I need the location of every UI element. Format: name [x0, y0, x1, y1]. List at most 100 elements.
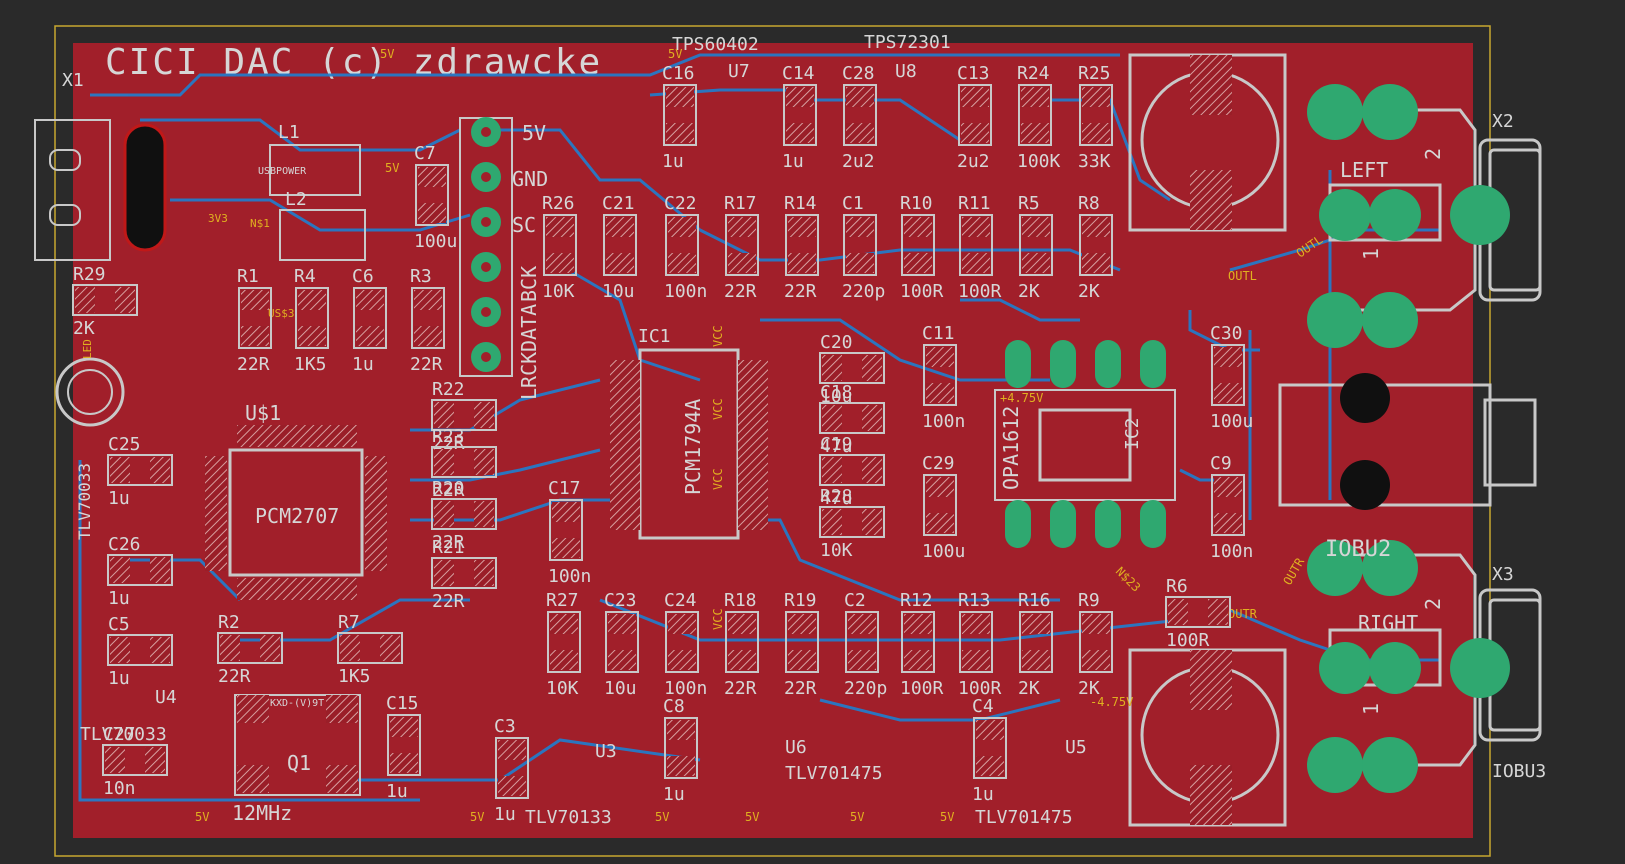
header-label-data: DATA [517, 304, 541, 352]
value-label: 220p [842, 281, 885, 302]
pcm1794a-pins [610, 360, 768, 530]
value-label: 100n [1210, 541, 1253, 562]
components-layer: R292KR122RR41K5C61uR322RC7100uC251uC261u… [72, 63, 1253, 825]
ref-label: C15 [386, 693, 419, 714]
ref-label: R16 [1018, 590, 1051, 611]
header-pins [459, 117, 513, 377]
ref-label: C28 [842, 63, 875, 84]
u6-label: U6 [785, 737, 807, 758]
ref-label: R21 [432, 537, 465, 558]
ref-label: R2 [218, 612, 240, 633]
ref-label: C13 [957, 63, 990, 84]
value-label: 100u [922, 541, 965, 562]
l1-label: L1 [278, 122, 300, 143]
ref-label: C25 [108, 434, 141, 455]
pin1-right: 1 [1359, 703, 1383, 715]
value-label: 1K5 [338, 666, 371, 687]
x1-label: X1 [62, 70, 84, 91]
ref-label: C27 [103, 724, 136, 745]
ref-label: R8 [1078, 193, 1100, 214]
l2-outline [279, 209, 366, 261]
value-label: 10K [546, 678, 579, 699]
ref-label: C21 [602, 193, 635, 214]
ref-label: R18 [724, 590, 757, 611]
ref-label: R26 [542, 193, 575, 214]
net-v475: +4.75V [1000, 391, 1043, 405]
value-label: 22R [724, 678, 757, 699]
value-label: 1u [972, 784, 994, 805]
value-label: 100R [900, 281, 944, 302]
value-label: 1u [782, 151, 804, 172]
value-label: 100R [900, 678, 944, 699]
value-label: 2u2 [842, 151, 875, 172]
x2-label: X2 [1492, 111, 1514, 132]
led-label: LED [81, 339, 94, 359]
component-r10: R10 100R [900, 193, 944, 302]
l2-label: L2 [285, 189, 307, 210]
net-vm475: -4.75V [1090, 695, 1133, 709]
crystal-body [234, 694, 361, 796]
ref-label: C7 [414, 143, 436, 164]
ref-label: C17 [548, 478, 581, 499]
pcm2707-label: PCM2707 [255, 504, 339, 528]
value-label: 22R [432, 433, 465, 454]
ref-label: C14 [782, 63, 815, 84]
ref-label: C8 [663, 696, 685, 717]
ref-label: R28 [820, 486, 853, 507]
ref-label: R3 [410, 266, 432, 287]
value-label: 1u [663, 784, 685, 805]
ref-label: R29 [73, 264, 106, 285]
ref-label: R4 [294, 266, 316, 287]
component-r21: R21 22R [431, 537, 497, 612]
value-label: 22R [432, 532, 465, 553]
ref-label: C18 [820, 382, 853, 403]
tps60402-label: TPS60402 [672, 34, 759, 55]
ref-label: C11 [922, 323, 955, 344]
net-5v-7: 5V [385, 161, 399, 175]
pcm2707-body [228, 448, 364, 577]
ref-label: R9 [1078, 590, 1100, 611]
tlv701475-label-u6: TLV701475 [785, 763, 883, 784]
value-label: 10u [602, 281, 635, 302]
ref-label: C20 [820, 332, 853, 353]
tlv701475-label-u5: TLV701475 [975, 807, 1073, 828]
value-label: 22R [432, 591, 465, 612]
ref-label: C23 [604, 590, 637, 611]
opa1612-outline [994, 389, 1176, 501]
value-label: 47u [820, 488, 853, 509]
led-inner [67, 369, 113, 415]
value-label: 2u2 [957, 151, 990, 172]
ref-label: R23 [432, 426, 465, 447]
ref-label: R10 [900, 193, 933, 214]
ref-label: C16 [662, 63, 695, 84]
u8-label: U8 [895, 61, 917, 82]
value-label: 1u [108, 488, 130, 509]
u4-label: U4 [155, 687, 177, 708]
value-label: 1u [352, 354, 374, 375]
pcm2707-pins [205, 425, 387, 600]
ref-label: R20 [432, 478, 465, 499]
header-label-gnd: GND [512, 167, 548, 191]
